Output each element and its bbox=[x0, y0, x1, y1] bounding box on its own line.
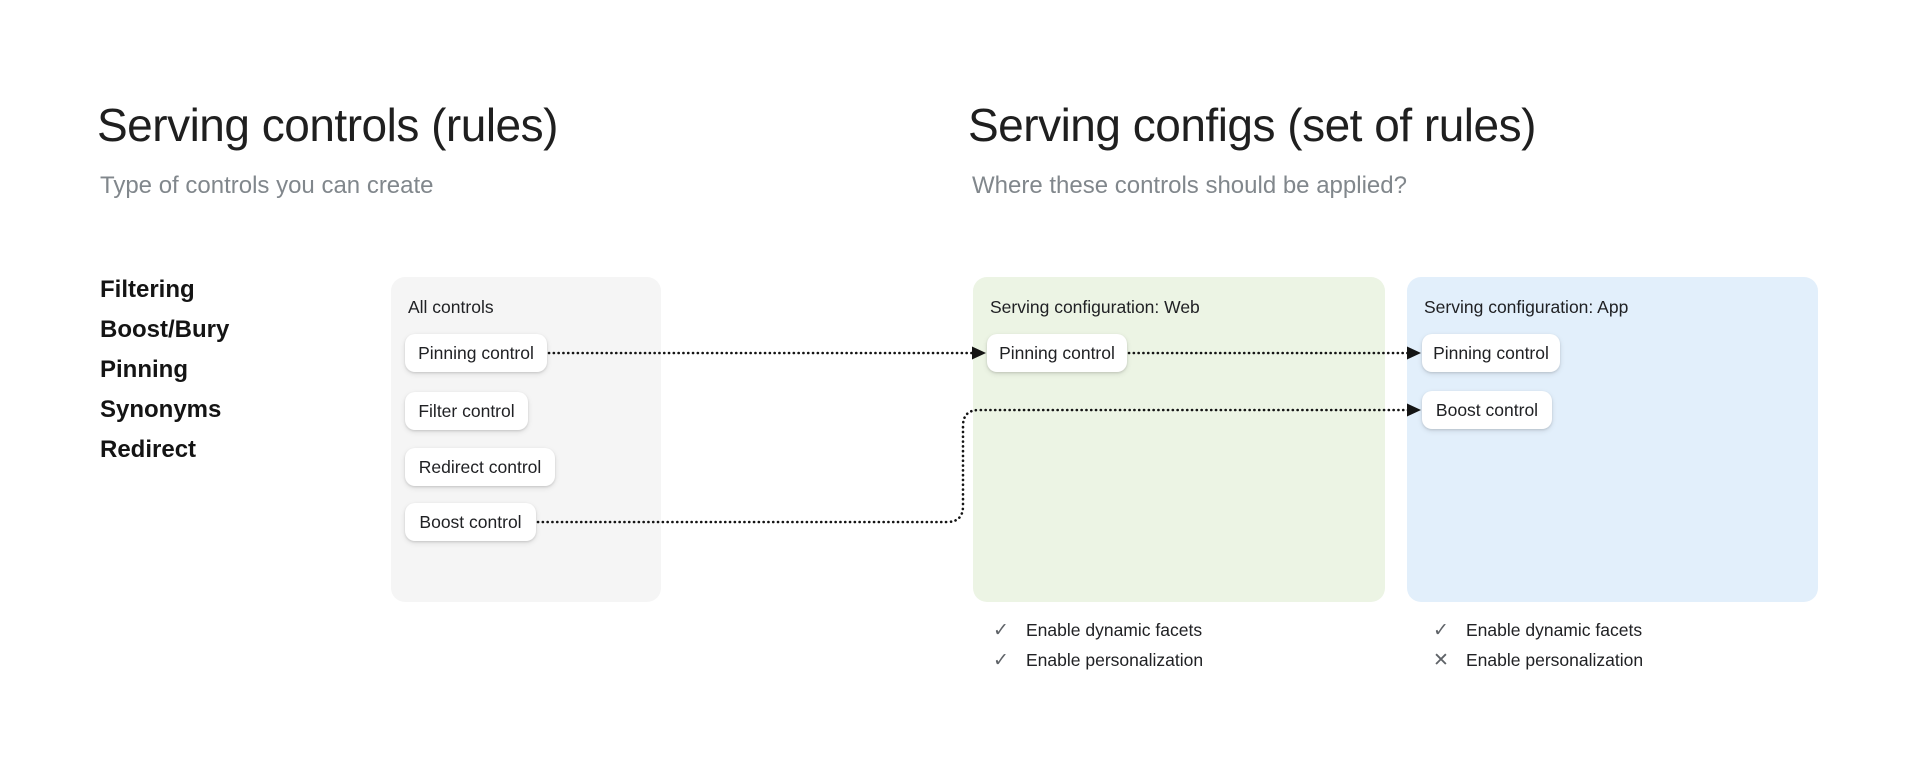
boost-control-chip[interactable]: Boost control bbox=[405, 503, 536, 541]
control-type-boost-bury: Boost/Bury bbox=[100, 316, 230, 343]
app-settings-list: ✓ Enable dynamic facets ✕ Enable persona… bbox=[1430, 615, 1643, 675]
x-icon: ✕ bbox=[1433, 649, 1449, 671]
setting-row: ✓ Enable dynamic facets bbox=[990, 615, 1203, 645]
redirect-control-chip[interactable]: Redirect control bbox=[405, 448, 555, 486]
check-icon: ✓ bbox=[993, 649, 1009, 671]
setting-row: ✓ Enable personalization bbox=[990, 645, 1203, 675]
left-section-title: Serving controls (rules) bbox=[97, 99, 558, 151]
control-type-synonyms: Synonyms bbox=[100, 396, 222, 423]
control-type-list: Filtering Boost/Bury Pinning Synonyms Re… bbox=[100, 270, 229, 470]
all-controls-card: All controls Pinning control Filter cont… bbox=[391, 277, 661, 602]
setting-row: ✕ Enable personalization bbox=[1430, 645, 1643, 675]
setting-label: Enable dynamic facets bbox=[1466, 619, 1643, 640]
web-config-card: Serving configuration: Web Pinning contr… bbox=[973, 277, 1385, 602]
control-type-pinning: Pinning bbox=[100, 356, 188, 383]
pinning-control-chip[interactable]: Pinning control bbox=[405, 334, 547, 372]
web-settings-list: ✓ Enable dynamic facets ✓ Enable persona… bbox=[990, 615, 1203, 675]
filter-control-chip[interactable]: Filter control bbox=[405, 392, 528, 430]
setting-row: ✓ Enable dynamic facets bbox=[1430, 615, 1643, 645]
setting-label: Enable dynamic facets bbox=[1026, 619, 1203, 640]
app-config-card-label: Serving configuration: App bbox=[1424, 297, 1629, 317]
app-pinning-control-chip[interactable]: Pinning control bbox=[1422, 334, 1560, 372]
setting-label: Enable personalization bbox=[1466, 649, 1644, 670]
app-config-card: Serving configuration: App Pinning contr… bbox=[1407, 277, 1818, 602]
control-type-filtering: Filtering bbox=[100, 276, 195, 303]
all-controls-card-label: All controls bbox=[408, 297, 494, 317]
right-section-subtitle: Where these controls should be applied? bbox=[972, 172, 1407, 199]
check-icon: ✓ bbox=[1433, 619, 1449, 641]
control-type-redirect: Redirect bbox=[100, 436, 197, 463]
left-section-subtitle: Type of controls you can create bbox=[100, 172, 434, 199]
web-pinning-control-chip[interactable]: Pinning control bbox=[987, 334, 1127, 372]
app-boost-control-chip[interactable]: Boost control bbox=[1422, 391, 1552, 429]
right-section-title: Serving configs (set of rules) bbox=[968, 99, 1536, 151]
setting-label: Enable personalization bbox=[1026, 649, 1204, 670]
web-config-card-label: Serving configuration: Web bbox=[990, 297, 1200, 317]
check-icon: ✓ bbox=[993, 619, 1009, 641]
